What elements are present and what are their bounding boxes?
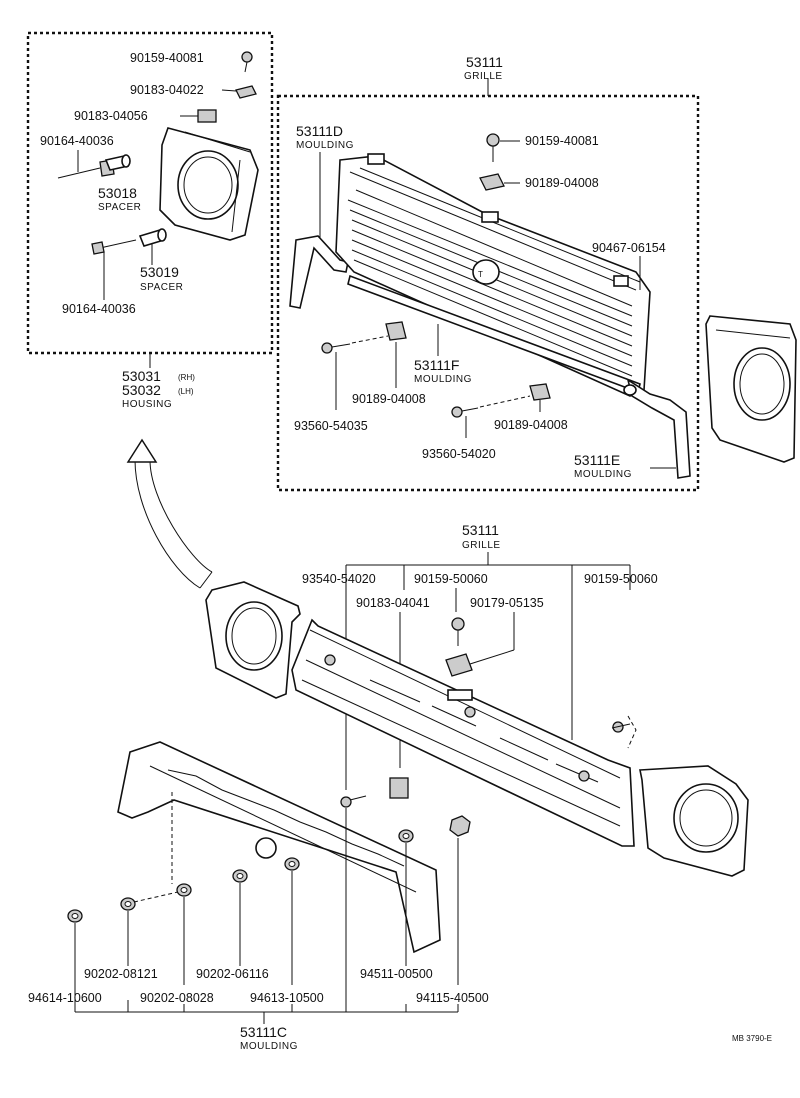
washer-icon bbox=[67, 909, 83, 923]
label-93540-54020: 93540-54020 bbox=[302, 572, 376, 586]
label-90183-04022: 90183-04022 bbox=[130, 83, 204, 97]
label-90159-50060-right: 90159-50060 bbox=[584, 572, 658, 586]
moulding-53111e-part bbox=[623, 378, 691, 479]
nut-icon bbox=[449, 815, 471, 837]
label-90467-06154: 90467-06154 bbox=[592, 241, 666, 255]
label-53031: 53031 bbox=[122, 368, 161, 384]
label-53018: 53018 bbox=[98, 185, 137, 201]
label-53019: 53019 bbox=[140, 264, 179, 280]
label-53111-grille-lower: 53111 bbox=[462, 522, 499, 538]
screw-icon bbox=[451, 617, 465, 646]
screw-icon bbox=[340, 795, 367, 808]
nut-icon bbox=[398, 829, 414, 843]
label-90189-04008-left: 90189-04008 bbox=[352, 392, 426, 406]
screw-icon bbox=[486, 133, 500, 162]
drawing-code: MB 3790-E bbox=[732, 1034, 772, 1043]
svg-text:T: T bbox=[478, 270, 483, 279]
label-90159-40081: 90159-40081 bbox=[130, 51, 204, 65]
grille-53111-part: T bbox=[335, 153, 651, 397]
clip-nut-icon bbox=[529, 383, 551, 401]
label-90189-04008-top: 90189-04008 bbox=[525, 176, 599, 190]
clip-nut-icon bbox=[479, 173, 505, 191]
caption-moulding-f: MOULDING bbox=[414, 374, 472, 385]
label-94614-10600: 94614-10600 bbox=[28, 991, 102, 1005]
caption-spacer-53019: SPACER bbox=[140, 282, 183, 293]
label-53111f: 53111F bbox=[414, 357, 459, 373]
moulding-53111d-part bbox=[289, 235, 349, 309]
washer-icon bbox=[176, 883, 192, 897]
label-90202-08121: 90202-08121 bbox=[84, 967, 158, 981]
headlamp-housing-lower-right-part bbox=[639, 765, 749, 877]
label-90202-08028: 90202-08028 bbox=[140, 991, 214, 1005]
washer-icon bbox=[284, 857, 300, 871]
label-90183-04041: 90183-04041 bbox=[356, 596, 430, 610]
caption-spacer-53018: SPACER bbox=[98, 202, 141, 213]
caption-moulding-d: MOULDING bbox=[296, 140, 354, 151]
clip-nut-icon bbox=[235, 85, 257, 99]
caption-housing: HOUSING bbox=[122, 399, 172, 410]
headlamp-housing-part bbox=[159, 127, 259, 241]
label-53111-grille-top: 53111 bbox=[466, 54, 503, 70]
spacer-icon bbox=[138, 228, 167, 247]
label-94613-10500: 94613-10500 bbox=[250, 991, 324, 1005]
label-93560-54020: 93560-54020 bbox=[422, 447, 496, 461]
caption-moulding-c: MOULDING bbox=[240, 1041, 298, 1052]
label-90164-40036-upper: 90164-40036 bbox=[40, 134, 114, 148]
washer-icon bbox=[232, 869, 248, 883]
washer-icon bbox=[120, 897, 136, 911]
caption-grille-top: GRILLE bbox=[464, 71, 503, 82]
label-53111c: 53111C bbox=[240, 1024, 287, 1040]
label-53111e: 53111E bbox=[574, 452, 620, 468]
screw-icon bbox=[241, 51, 253, 73]
arrow-icon bbox=[126, 438, 213, 589]
caption-grille-lower: GRILLE bbox=[462, 540, 501, 551]
label-94115-40500: 94115-40500 bbox=[416, 991, 489, 1005]
label-90189-04008-right: 90189-04008 bbox=[494, 418, 568, 432]
label-90179-05135: 90179-05135 bbox=[470, 596, 544, 610]
screw-icon bbox=[611, 721, 631, 733]
grille-panel-part bbox=[291, 618, 635, 847]
label-90159-50060-left: 90159-50060 bbox=[414, 572, 488, 586]
label-53111d: 53111D bbox=[296, 123, 343, 139]
screw-icon bbox=[451, 406, 479, 418]
clip-nut-icon bbox=[389, 777, 409, 799]
label-90202-06116: 90202-06116 bbox=[196, 967, 269, 981]
bolt-icon bbox=[91, 239, 137, 255]
label-53032: 53032 bbox=[122, 382, 161, 398]
label-93560-54035: 93560-54035 bbox=[294, 419, 368, 433]
label-rh: (RH) bbox=[178, 373, 195, 382]
label-lh: (LH) bbox=[178, 387, 194, 396]
clip-nut-icon bbox=[385, 321, 407, 341]
headlamp-housing-right-part bbox=[705, 315, 797, 463]
label-90164-40036-lower: 90164-40036 bbox=[62, 302, 136, 316]
headlamp-housing-left-part bbox=[205, 581, 301, 699]
clip-nut-icon bbox=[197, 109, 217, 123]
bolt-icon bbox=[57, 159, 115, 179]
label-94511-00500: 94511-00500 bbox=[360, 967, 433, 981]
label-90159-40081-grille: 90159-40081 bbox=[525, 134, 599, 148]
caption-moulding-e: MOULDING bbox=[574, 469, 632, 480]
spacer-icon bbox=[104, 154, 131, 171]
moulding-53111c-part bbox=[117, 741, 441, 954]
label-90183-04056: 90183-04056 bbox=[74, 109, 148, 123]
clip-nut-icon bbox=[445, 653, 473, 677]
screw-icon bbox=[321, 342, 351, 354]
